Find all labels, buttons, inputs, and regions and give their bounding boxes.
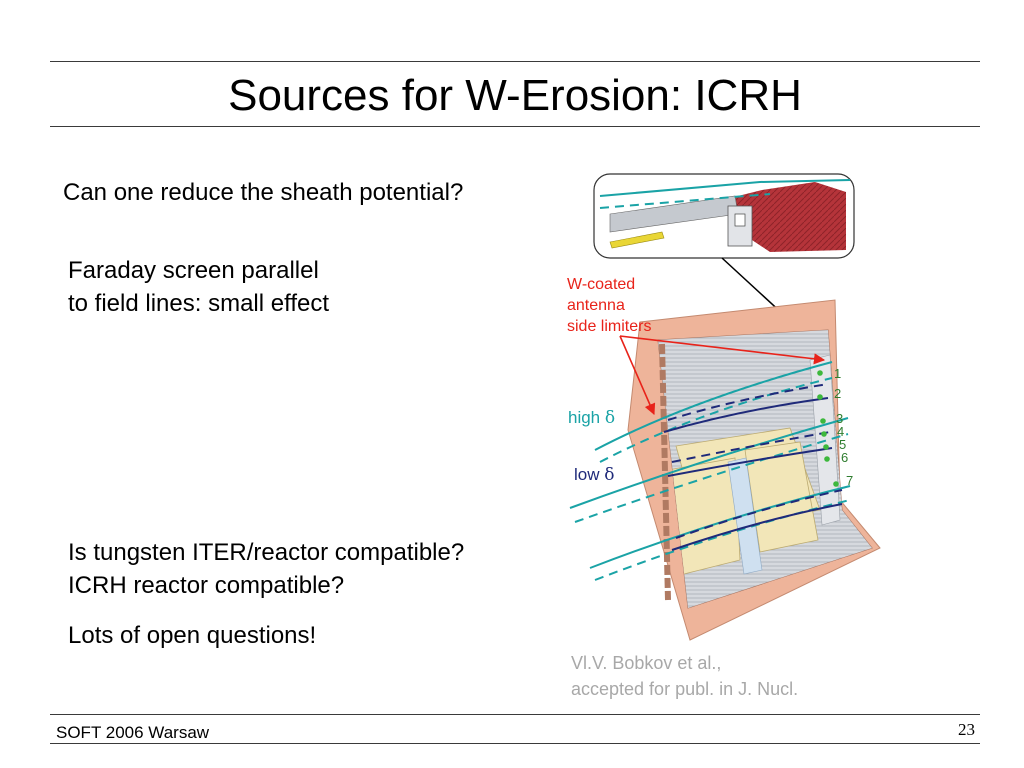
- strap-number-5: 5: [839, 437, 846, 452]
- strap-markers: [817, 370, 839, 487]
- compat-line-2: ICRH reactor compatible?: [68, 572, 345, 599]
- strap-number-4: 4: [837, 424, 844, 439]
- footer-top-rule: [50, 714, 980, 715]
- low-delta-label: low δ: [574, 465, 615, 485]
- inset-detail: [593, 173, 855, 259]
- w-coated-line-1: W-coated: [567, 276, 635, 293]
- strap-number-6: 6: [841, 450, 848, 465]
- strap-number-1: 1: [834, 366, 841, 381]
- high-delta-label: high δ: [568, 408, 615, 428]
- footer-bottom-rule: [50, 743, 980, 744]
- title-underline: [50, 126, 980, 127]
- sheath-question: Can one reduce the sheath potential?: [63, 179, 464, 206]
- faraday-line-2: to field lines: small effect: [68, 290, 330, 317]
- open-questions: Lots of open questions!: [68, 622, 317, 649]
- faraday-line-1: Faraday screen parallel: [68, 257, 319, 284]
- limiter-arrow-left: [619, 335, 656, 416]
- citation-line-1: Vl.V. Bobkov et al.,: [571, 653, 722, 673]
- footer-conference: SOFT 2006 Warsaw: [56, 723, 210, 742]
- page-number: 23: [958, 720, 975, 739]
- top-rule: [50, 61, 980, 62]
- w-coated-label: W-coated antenna side limiters: [567, 276, 651, 335]
- w-coated-line-3: side limiters: [567, 318, 651, 335]
- citation-line-2: accepted for publ. in J. Nucl.: [571, 679, 799, 699]
- strap-number-7: 7: [846, 473, 853, 488]
- compat-line-1: Is tungsten ITER/reactor compatible?: [68, 539, 465, 566]
- w-coated-line-2: antenna: [567, 297, 625, 314]
- low-delta-field-lines: [663, 383, 843, 551]
- slide-title: Sources for W-Erosion: ICRH: [228, 71, 802, 120]
- limiter-arrow-right: [619, 335, 826, 365]
- strap-number-2: 2: [834, 386, 841, 401]
- strap-number-3: 3: [836, 411, 843, 426]
